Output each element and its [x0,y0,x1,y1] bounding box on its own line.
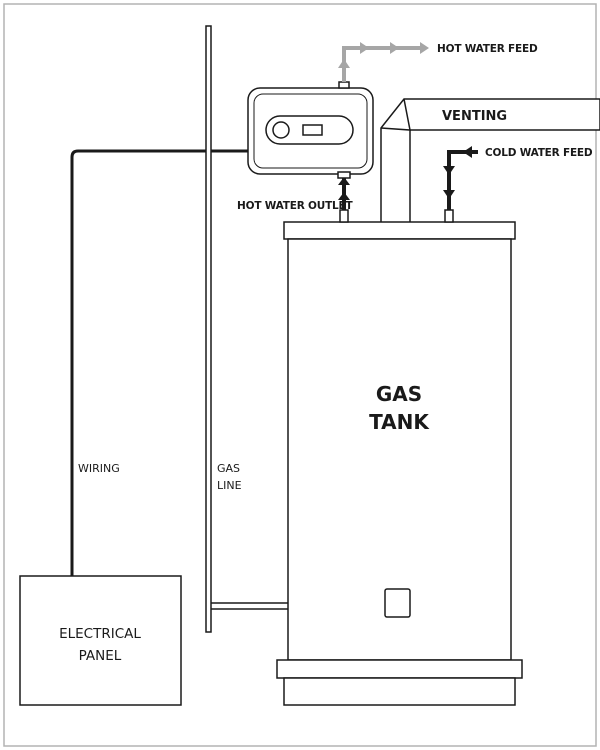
cold-water-feed-pipe [447,150,478,210]
electrical-panel-label-line1: ELECTRICAL [59,626,141,642]
hot-feed-arrow-up [338,59,350,68]
cold-water-feed-label: COLD WATER FEED [485,147,593,159]
venting-label: VENTING [442,109,507,124]
cold-feed-arrow-left [463,146,472,158]
hot-outlet-arrow-2 [338,177,350,185]
hot-outlet-arrow-1 [338,192,350,200]
tank-label-line1: GAS [376,382,422,406]
tank-base [283,677,516,706]
tank-top-cap [283,221,516,240]
hot-water-feed-label: HOT WATER FEED [437,43,538,55]
gas-line-label-line2: LINE [217,479,242,492]
pump-unit-bottom-port [337,171,351,179]
hot-feed-arrow-3 [420,42,429,54]
hot-feed-arrow-1 [360,42,369,54]
cold-feed-arrow-down-2 [443,190,455,199]
gas-control-valve-front [384,588,411,618]
electrical-panel-label-line2: PANEL [79,648,122,664]
electrical-panel [19,575,182,706]
hot-feed-arrow-2 [390,42,399,54]
pump-unit-top-port [338,81,350,89]
tank-base-ring [276,659,523,679]
hot-water-outlet-label: HOT WATER OUTLET [237,200,354,212]
pump-unit-inner [253,93,368,169]
wiring-label: WIRING [78,462,120,475]
venting-duct-fold [380,98,411,131]
pump-display [302,124,323,136]
outer-frame [3,3,597,747]
cold-feed-arrow-down-1 [443,166,455,175]
gas-line-label-line1: GAS [217,462,240,475]
tank-label-line2: TANK [369,410,430,434]
pump-power-button [272,121,290,139]
cold-inlet-fitting [444,209,454,223]
wiring-line [70,149,248,576]
hot-water-feed-pipe [342,46,420,82]
gas-line-pipe [205,25,212,633]
